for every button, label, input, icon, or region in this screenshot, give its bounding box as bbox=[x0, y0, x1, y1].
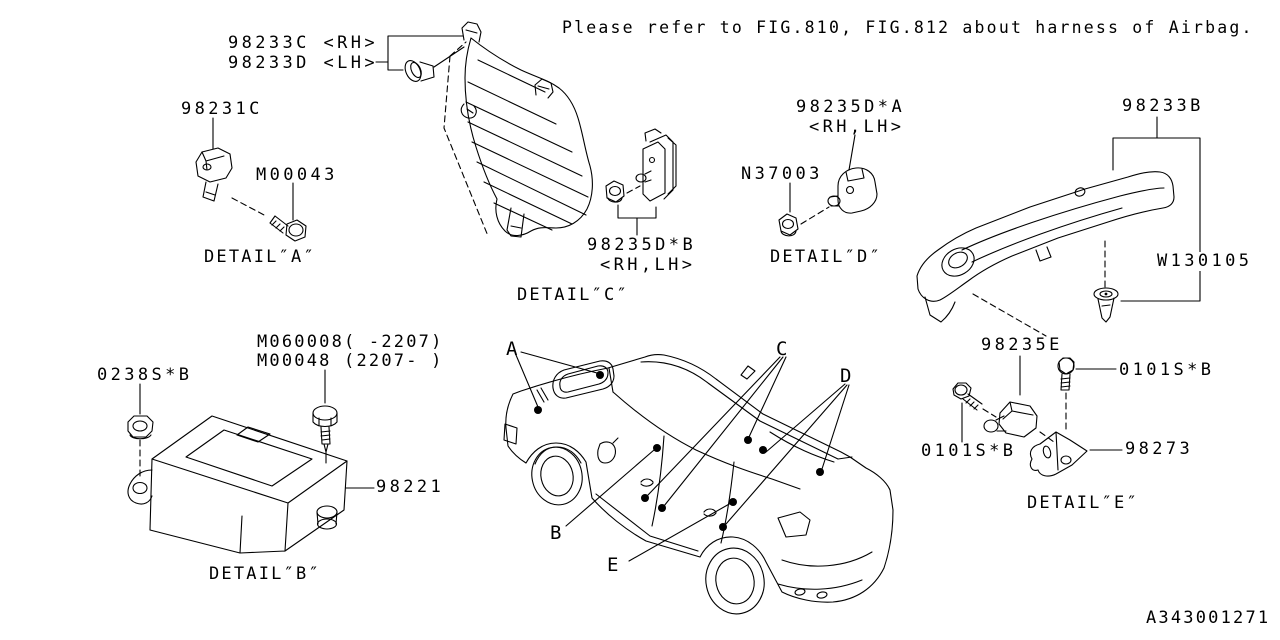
car-marker-b: B bbox=[550, 522, 562, 544]
detail-b-label: DETAIL″B″ bbox=[209, 564, 321, 584]
detail-b-art bbox=[127, 369, 375, 554]
detail-c-art bbox=[605, 128, 677, 236]
part-label-98235db-side: <RH,LH> bbox=[600, 255, 696, 275]
label-bracket-98233cd bbox=[375, 35, 464, 71]
car-marker-d: D bbox=[840, 365, 852, 387]
detail-e-art bbox=[952, 355, 1123, 477]
car-marker-a: A bbox=[506, 338, 518, 360]
part-label-98235e: 98235E bbox=[981, 335, 1063, 355]
detail-a-label: DETAIL″A″ bbox=[204, 247, 316, 267]
car-marker-c: C bbox=[776, 338, 788, 360]
car-art bbox=[503, 354, 894, 615]
part-label-98233c: 98233C <RH> bbox=[228, 33, 378, 53]
part-label-0101sb-right: 0101S*B bbox=[1119, 360, 1215, 380]
part-label-98233b: 98233B bbox=[1122, 96, 1204, 116]
part-label-98235db: 98235D*B bbox=[587, 235, 697, 255]
part-label-m00043: M00043 bbox=[256, 165, 338, 185]
part-label-98221: 98221 bbox=[376, 477, 445, 497]
part-label-m060008: M060008( -2207) bbox=[257, 332, 444, 352]
detail-c-label: DETAIL″C″ bbox=[517, 285, 629, 305]
header-note: Please refer to FIG.810, FIG.812 about h… bbox=[562, 18, 1254, 37]
part-label-m00048: M00048 (2207- ) bbox=[257, 351, 444, 371]
part-label-98231c: 98231C bbox=[181, 99, 263, 119]
part-label-w130105: W130105 bbox=[1155, 251, 1255, 271]
part-label-98235da: 98235D*A bbox=[796, 97, 906, 117]
part-label-0101sb-left: 0101S*B bbox=[921, 441, 1017, 461]
car-marker-e: E bbox=[607, 554, 619, 576]
diagram-id: A343001271 bbox=[1146, 608, 1271, 628]
part-label-0238sb: 0238S*B bbox=[97, 365, 193, 385]
cover-98233b-art bbox=[916, 116, 1201, 337]
part-label-n37003: N37003 bbox=[741, 164, 823, 184]
detail-a-art bbox=[195, 117, 307, 242]
part-label-98233d: 98233D <LH> bbox=[228, 53, 378, 73]
car-leader-lines bbox=[515, 351, 850, 562]
push-pin-clip bbox=[404, 46, 465, 82]
detail-d-label: DETAIL″D″ bbox=[770, 247, 882, 267]
part-label-98273: 98273 bbox=[1125, 439, 1194, 459]
detail-d-art bbox=[778, 134, 878, 237]
detail-e-label: DETAIL″E″ bbox=[1027, 493, 1139, 513]
part-label-98235da-side: <RH,LH> bbox=[809, 117, 905, 137]
curtain-panel-art bbox=[443, 21, 593, 238]
